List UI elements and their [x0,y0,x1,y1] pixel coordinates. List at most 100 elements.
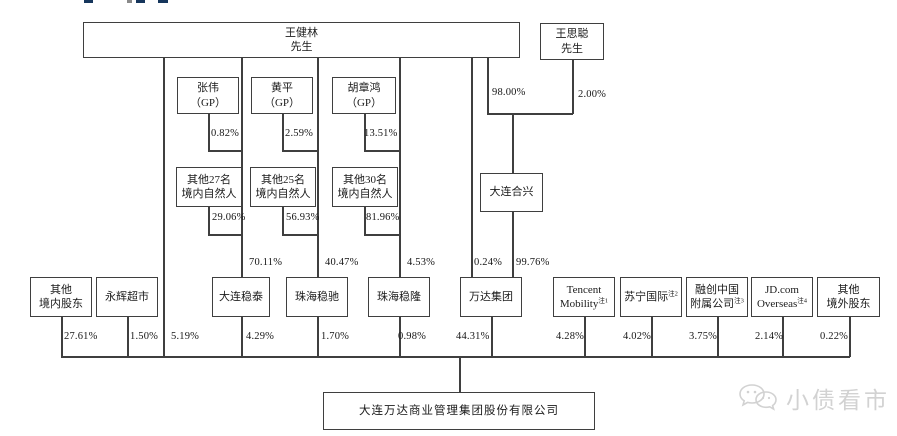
connector-line [717,317,719,357]
pct-wang-jianlin-wanda-group: 0.24% [474,257,503,268]
node-label: 珠海稳驰 [295,290,339,303]
node-label: 境内股东 [39,298,83,310]
node-dalian-hexing: 大连合兴 [480,173,543,212]
connector-line [487,113,573,115]
node-label: 张伟 [197,82,219,95]
node-zhuhai-wenlong: 珠海稳隆 [368,277,430,317]
connector-line [61,356,850,358]
connector-line [584,317,586,357]
footnote-marker: 注4 [797,297,808,305]
connector-line [317,58,319,277]
node-label: （GP） [189,96,227,109]
node-wang-sicong: 王思聪 先生 [540,23,604,60]
node-label: 黄平 [271,82,293,95]
pct-other-domestic-company: 27.61% [64,331,98,342]
node-sunac-china-subsidiary: 融创中国 附属公司注3 [686,277,748,317]
connector-line [364,114,366,152]
node-zhang-wei-gp: 张伟 （GP） [177,77,239,114]
pct-suning-company: 4.02% [623,331,652,342]
connector-line [127,317,129,357]
footnote-marker: 注1 [598,297,609,305]
connector-line [849,317,851,357]
node-label: 大连万达商业管理集团股份有限公司 [359,404,559,417]
node-label: Mobility注1 [559,297,609,310]
connector-line [282,150,317,152]
node-label: 附属公司注3 [690,297,744,310]
node-label: Overseas注4 [756,297,808,310]
connector-line [487,58,489,114]
connector-line [282,114,284,152]
connector-line [208,234,241,236]
node-label: 先生 [290,41,313,53]
pct-other-overseas-company: 0.22% [820,331,849,342]
connector-line [282,234,317,236]
node-huang-ping-gp: 黄平 （GP） [251,77,313,114]
node-label: JD.com [765,283,799,296]
connector-line [61,317,63,357]
pct-zhuhai-wenchi-company: 1.70% [321,331,350,342]
node-jd-overseas: JD.com Overseas注4 [751,277,813,317]
footnote-marker: 注3 [734,297,744,305]
pct-wang-jianlin-company: 5.19% [171,331,200,342]
node-label: 先生 [561,42,583,55]
node-zhuhai-wenchi: 珠海稳驰 [286,277,348,317]
connector-line [491,317,493,357]
pct-dalian-wentai-company: 4.29% [246,331,275,342]
pct-dalian-hexing-wanda-group: 99.76% [516,257,550,268]
connector-line [364,234,399,236]
connector-line [364,207,366,236]
pct-wang-jianlin-zhuhai-wenchi: 40.47% [325,257,359,268]
pct-sunac-company: 3.75% [689,331,718,342]
connector-line [459,356,461,392]
pct-huang-ping-zhuhai-wenchi: 2.59% [285,128,314,139]
node-other-27-domestic-individuals: 其他27名 境内自然人 [176,167,242,207]
connector-line [399,317,401,357]
pct-wang-jianlin-zhuhai-wenlong: 4.53% [407,257,436,268]
connector-line [208,207,210,236]
pct-other27-dalian-wentai: 29.06% [212,212,246,223]
connector-line [317,317,319,357]
clipped-heading-fragment [84,0,93,3]
node-label: 万达集团 [469,290,513,303]
node-label: 珠海稳隆 [377,290,421,303]
node-label: （GP） [263,96,301,109]
node-label: 其他27名 [187,173,231,186]
node-dalian-wentai: 大连稳泰 [212,277,270,317]
clipped-heading-fragment [127,0,132,3]
node-dalian-wanda-commercial-management: 大连万达商业管理集团股份有限公司 [323,392,595,430]
node-label: 境内自然人 [337,188,393,200]
node-label: 境内自然人 [255,188,311,200]
connector-line [282,207,284,236]
node-label: 王健林 [285,26,318,39]
node-label: 苏宁国际注2 [624,290,678,303]
node-label: 其他25名 [261,173,305,186]
node-label: Tencent [566,283,602,296]
connector-line [208,114,210,152]
pct-other25-zhuhai-wenchi: 56.93% [286,212,320,223]
node-wang-jianlin: 王健林 先生 [83,22,520,58]
node-suning-international: 苏宁国际注2 [620,277,682,317]
connector-line [651,317,653,357]
watermark: 小债看市 [736,381,890,415]
connector-line [364,150,399,152]
node-other-25-domestic-individuals: 其他25名 境内自然人 [250,167,316,207]
node-label: 永辉超市 [105,290,149,303]
pct-other30-zhuhai-wenlong: 81.96% [366,212,400,223]
connector-line [208,150,241,152]
node-yonghui-superstores: 永辉超市 [96,277,158,317]
node-tencent-mobility: Tencent Mobility注1 [553,277,615,317]
pct-wanda-group-company: 44.31% [456,331,490,342]
pct-wang-sicong-dalian-hexing: 2.00% [578,89,607,100]
pct-wang-jianlin-dalian-hexing: 98.00% [492,87,526,98]
connector-line [512,113,514,173]
node-label: 境内自然人 [181,188,237,200]
pct-yonghui-company: 1.50% [130,331,159,342]
footnote-marker: 注2 [668,290,678,298]
pct-hu-zhanghong-zhuhai-wenlong: 13.51% [364,128,398,139]
connector-line [399,58,401,277]
clipped-heading-fragment [136,0,145,3]
connector-line [163,58,165,357]
node-other-overseas-shareholders: 其他 境外股东 [817,277,880,317]
node-label: 境外股东 [826,298,871,310]
